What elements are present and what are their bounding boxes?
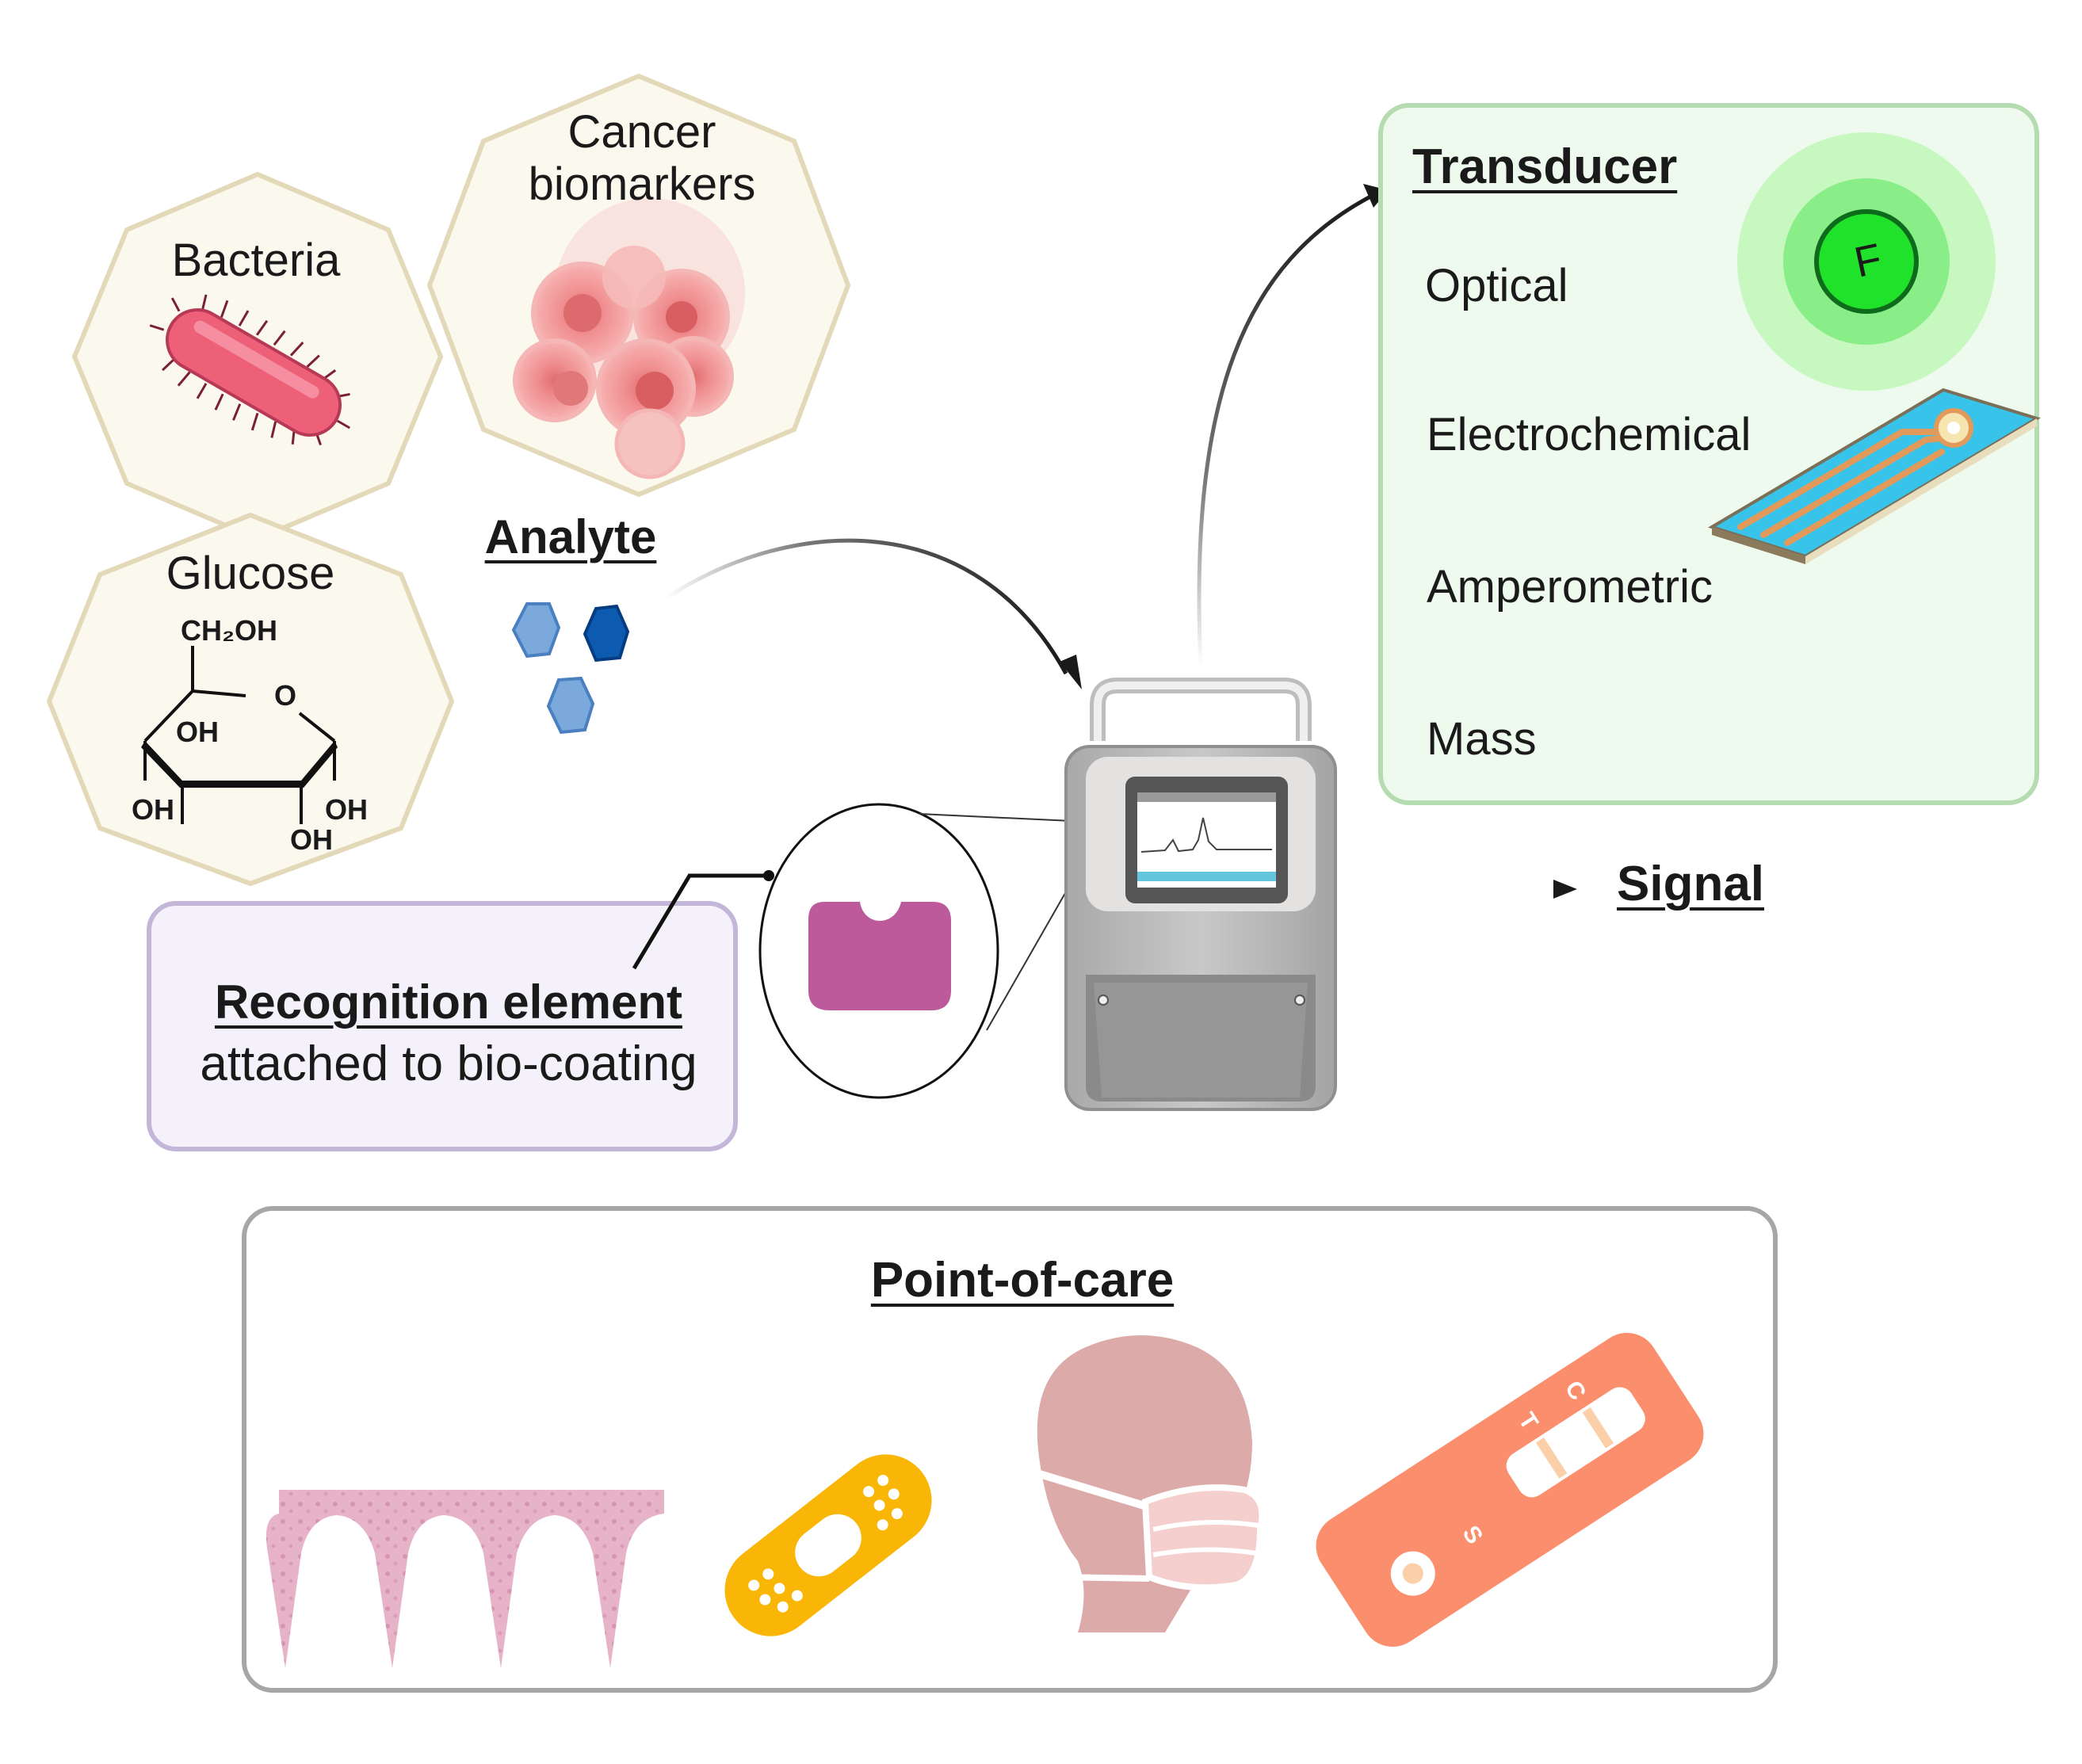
bandage-patch-icon — [724, 1454, 932, 1636]
screen-signal-trace — [1140, 817, 1272, 853]
cancer-label-line2: biomarkers — [528, 158, 756, 210]
glucose-oh-2: OH — [132, 793, 174, 826]
glucose-oh-4: OH — [290, 823, 333, 856]
transducer-type-amperometric: Amperometric — [1427, 561, 1713, 613]
transducer-type-electrochemical: Electrochemical — [1427, 409, 1752, 460]
face-mask-icon — [1033, 1335, 1266, 1632]
recognition-box — [147, 901, 738, 1151]
analyte-to-device-arrow — [664, 538, 1082, 689]
device-to-signal-arrow — [1379, 880, 1577, 899]
glucose-oh-3: OH — [325, 793, 368, 826]
analyte-molecules — [511, 602, 630, 735]
transducer-type-optical: Optical — [1425, 260, 1568, 311]
transducer-type-mass: Mass — [1427, 713, 1537, 765]
glucose-oh-1: OH — [176, 716, 219, 748]
recognition-title: Recognition element — [214, 976, 683, 1029]
bacteria-hexagon — [71, 171, 444, 542]
recognition-connector — [632, 870, 774, 970]
bacteria-icon — [149, 294, 350, 446]
cancer-cells-icon — [513, 198, 745, 479]
glucose-ch2oh: CH₂OH — [181, 614, 277, 647]
point-of-care-title: Point-of-care — [870, 1253, 1175, 1308]
glucose-hexagon — [46, 512, 455, 887]
cancer-label-line1: Cancer — [567, 106, 716, 158]
electrode-strip-icon — [1708, 388, 2041, 564]
signal-label: Signal — [1617, 857, 1765, 911]
zoom-lens — [758, 803, 1106, 1099]
rapid-test-kit-icon: T C S — [1316, 1333, 1704, 1647]
analyte-title: Analyte — [484, 510, 657, 563]
recognition-subtitle: attached to bio-coating — [200, 1037, 697, 1091]
transducer-title: Transducer — [1412, 139, 1678, 194]
glucose-ring-oxygen: O — [274, 679, 297, 712]
bacteria-label: Bacteria — [171, 235, 341, 286]
biosensor-device — [1064, 678, 1337, 1111]
cancer-biomarkers-hexagon — [426, 73, 851, 498]
microneedle-patch-icon — [266, 1490, 664, 1668]
fluorophore-icon — [1737, 132, 1996, 391]
device-to-transducer-arrow — [1197, 184, 1389, 666]
receptor-icon — [808, 902, 951, 1010]
glucose-label: Glucose — [166, 548, 335, 599]
